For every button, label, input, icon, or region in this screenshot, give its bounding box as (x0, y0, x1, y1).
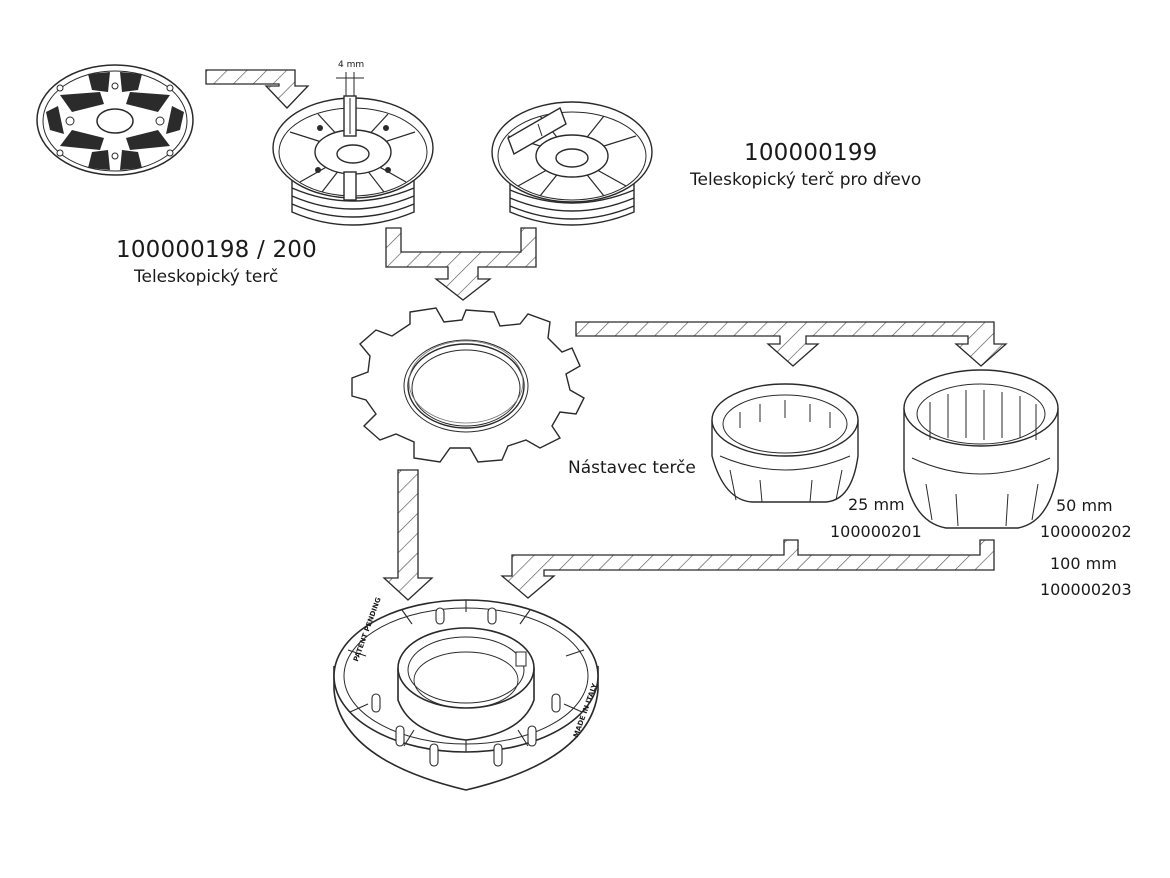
extension-50mm (903, 369, 1059, 529)
extension-name: Nástavec terče (568, 458, 696, 478)
arrow-ring-to-base (382, 469, 434, 601)
extension-100-code: 100000203 (1040, 580, 1132, 599)
extension-50-code: 100000202 (1040, 522, 1132, 541)
adapter-ring (351, 307, 585, 463)
gap-dimension-label: 4 mm (338, 60, 365, 70)
arrow-pedestals-to-ring (385, 227, 537, 301)
pedestal-base (333, 599, 599, 791)
telescopic-pedestal-name: Teleskopický terč (134, 267, 279, 287)
flow-arrows (205, 69, 1008, 601)
extension-25-code: 100000201 (830, 522, 922, 541)
wood-pedestal-name: Teleskopický terč pro dřevo (690, 170, 922, 190)
extension-25-size: 25 mm (848, 495, 905, 514)
wood-pedestal-code: 100000199 (744, 140, 878, 166)
extension-25mm (711, 383, 859, 503)
gap-dimension-marker (336, 72, 364, 96)
support-plate (36, 64, 194, 176)
wood-pedestal (491, 101, 653, 226)
arrow-plate-to-pedestal (205, 69, 310, 109)
telescopic-pedestal-code: 100000198 / 200 (116, 237, 317, 263)
arrow-extensions-to-base (500, 539, 995, 599)
arrow-ring-to-extensions (575, 321, 1008, 367)
telescopic-pedestal (272, 95, 434, 226)
extension-100-size: 100 mm (1050, 554, 1117, 573)
extension-50-size: 50 mm (1056, 496, 1113, 515)
